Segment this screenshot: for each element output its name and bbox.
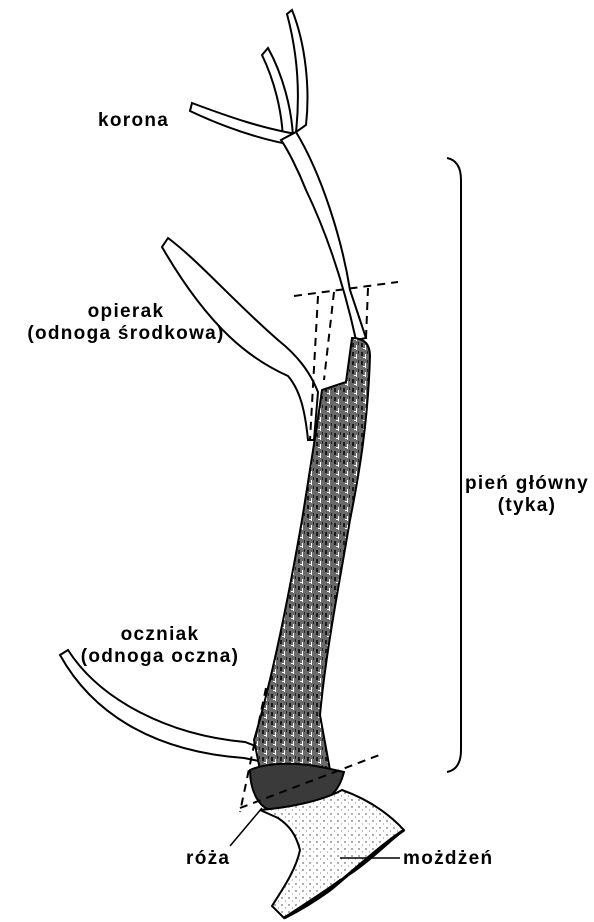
label-brow-tine-line2: (odnoga oczna) — [70, 646, 250, 668]
crown-tine-middle — [262, 48, 293, 140]
label-brow-tine: oczniak (odnoga oczna) — [70, 624, 250, 668]
label-pedicle: możdżeń — [403, 848, 493, 870]
label-crown: korona — [98, 110, 169, 132]
guide-beam-inner — [324, 292, 334, 380]
burr-leader — [230, 808, 262, 846]
label-burr: róża — [186, 848, 230, 870]
label-bez-tine-line2: (odnoga środkowa) — [6, 323, 246, 345]
label-brow-tine-line1: oczniak — [70, 624, 250, 646]
label-bez-tine: opierak (odnoga środkowa) — [6, 301, 246, 345]
label-main-beam: pień główny (tyka) — [460, 473, 594, 517]
label-main-beam-line2: (tyka) — [460, 495, 594, 517]
label-bez-tine-line1: opierak — [6, 301, 246, 323]
upper-beam-outline — [281, 132, 366, 340]
label-main-beam-line1: pień główny — [460, 473, 594, 495]
main-beam-bracket — [447, 158, 461, 772]
crown-tines — [190, 10, 307, 146]
pedicle — [260, 790, 404, 918]
guide-beam-right — [366, 288, 368, 338]
